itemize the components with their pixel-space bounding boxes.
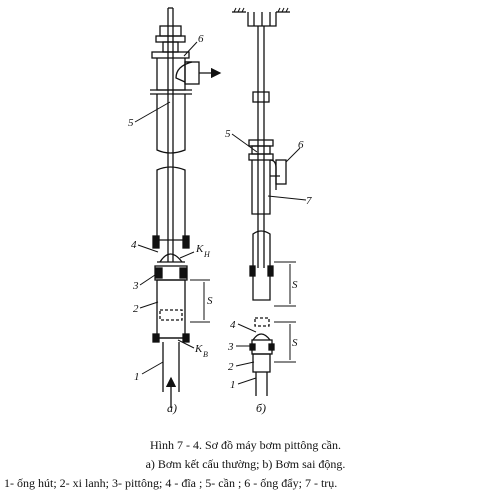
column-pipe-a [156, 94, 186, 241]
callout-s-bottom-b: S [292, 337, 298, 349]
rod-b [257, 26, 265, 268]
callout-7-b: 7 [306, 195, 312, 207]
cylinder-a [156, 279, 186, 339]
callout-kn-a: K [195, 243, 204, 255]
callout-2-a: 2 [133, 303, 139, 315]
top-support-b [232, 7, 290, 27]
figure-legend: 1- ống hút; 2- xi lanh; 3- pittông; 4 - … [4, 476, 338, 490]
column-trunk-b [249, 230, 274, 301]
callout-1-a: 1 [134, 371, 140, 383]
pump-diagram: 6 5 4 K H 3 2 S K B 1 a) [128, 7, 312, 415]
labels-a: 6 5 4 K H 3 2 S K B 1 a) [128, 33, 213, 415]
callout-4-a: 4 [131, 239, 137, 251]
figure-subtitle: a) Bơm kết cấu thường; b) Bơm sai động. [145, 457, 346, 471]
callout-5-a: 5 [128, 117, 134, 129]
callout-kb-a: K [194, 343, 203, 355]
leaders-b [231, 133, 307, 385]
callout-2-b: 2 [228, 361, 234, 373]
callout-5-b: 5 [225, 128, 231, 140]
callout-1-b: 1 [230, 379, 236, 391]
callout-s-a: S [207, 295, 213, 307]
figure-title: Hình 7 - 4. Sơ đồ máy bơm pittông cần. [149, 438, 341, 452]
callout-6-b: 6 [298, 139, 304, 151]
piston-a [154, 265, 188, 281]
suction-pipe-b [255, 372, 268, 396]
callout-s-top-b: S [292, 279, 298, 291]
callout-kn-sub-a: H [203, 250, 211, 259]
callout-3-a: 3 [132, 280, 139, 292]
discharge-pipe-a [175, 61, 222, 85]
stroke-dimension-a [190, 279, 210, 323]
label-b: б) [256, 401, 266, 415]
callout-6-a: 6 [198, 33, 204, 45]
piston-cylinder-b [249, 317, 275, 373]
discharge-pipe-b [269, 159, 287, 190]
leaders-a [134, 41, 198, 375]
callout-3-b: 3 [227, 341, 234, 353]
callout-kb-sub-a: B [203, 350, 208, 359]
labels-b: 5 6 7 S 4 3 S 2 1 б) [225, 128, 312, 415]
pump-b [231, 7, 307, 396]
suction-pipe-a [162, 342, 180, 408]
valve-disc-a [152, 235, 190, 263]
suction-valve-a [152, 333, 190, 343]
callout-4-b: 4 [230, 319, 236, 331]
label-a: a) [167, 401, 177, 415]
rod-a [167, 7, 174, 262]
stuffing-box-b [248, 91, 274, 215]
pump-a [134, 7, 222, 408]
stroke-dimensions-b [274, 261, 296, 363]
